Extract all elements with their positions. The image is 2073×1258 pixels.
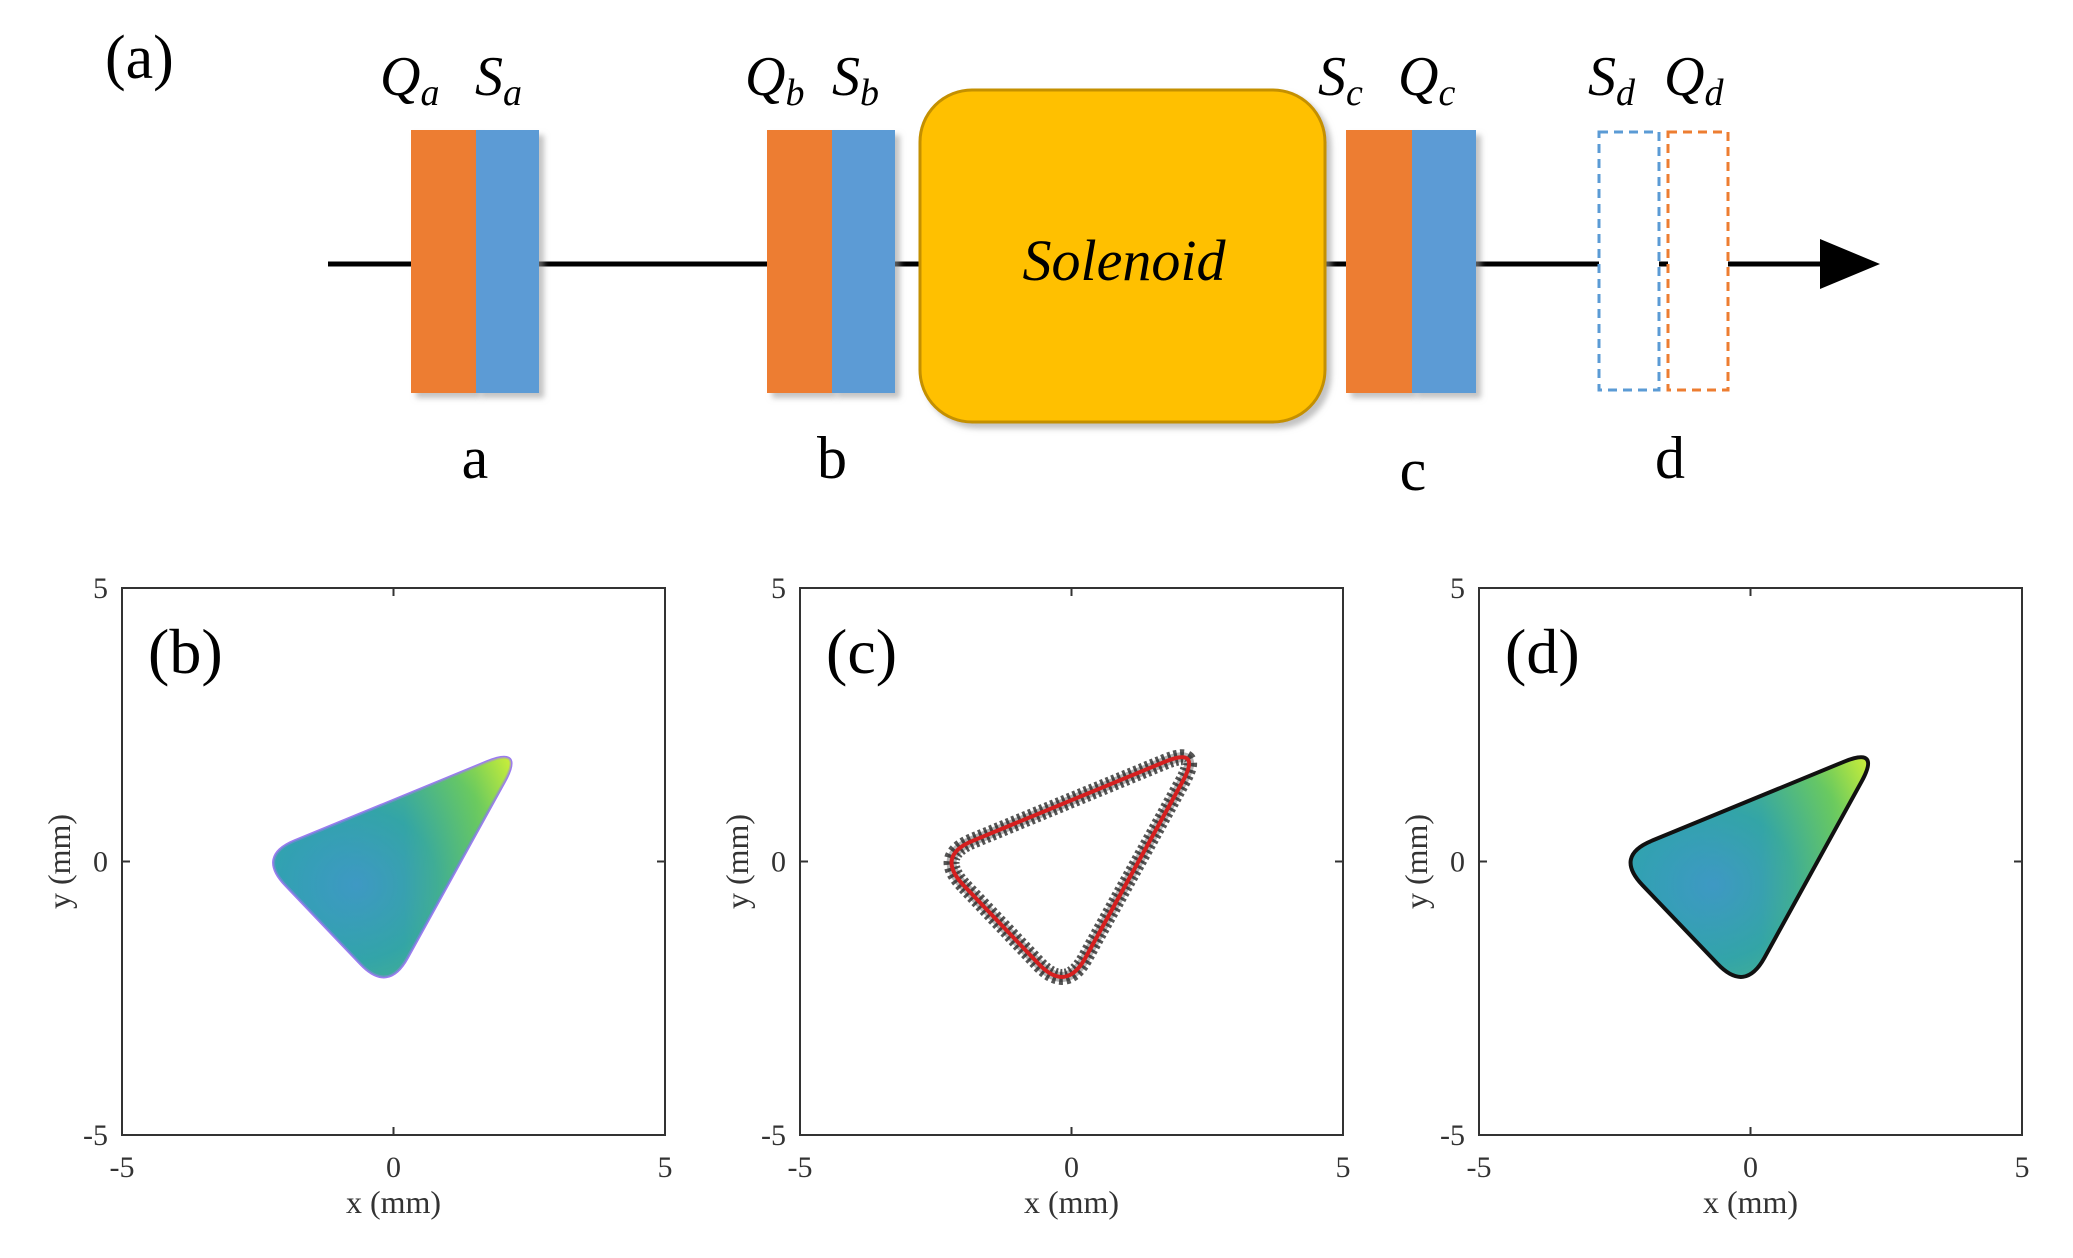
y-tick-label: -5 [1440, 1119, 1465, 1152]
sextupole-a [476, 130, 539, 393]
plot-b: -5 5 0 0 5 -5 x (mm) y (mm) (b) [41, 572, 673, 1220]
x-tick-label: -5 [110, 1151, 135, 1184]
sextupole-c-orange [1346, 130, 1412, 393]
y-tick-label: -5 [83, 1119, 108, 1152]
station-d: Sd Qd d [1588, 46, 1730, 491]
beam-profile-plots: -5 5 0 0 5 -5 x (mm) y (mm) (b) -5 5 0 0 5 -5 x (mm) y (… [41, 572, 2030, 1220]
station-letter-d: d [1655, 425, 1685, 491]
beam-density-overlay [273, 757, 512, 977]
sextupole-d-dashed [1597, 130, 1661, 392]
label-Qa: Qa [380, 46, 439, 114]
station-letter-a: a [462, 425, 489, 491]
plot-d: -5 5 0 0 5 -5 x (mm) y (mm) (d) [1398, 572, 2030, 1220]
beamline-diagram: (a) Qa Sa a Qb Sb b [105, 24, 1880, 503]
label-Sb: Sb [832, 46, 879, 114]
station-letter-b: b [817, 425, 847, 491]
panel-label-b: (b) [148, 616, 223, 687]
panel-label-c: (c) [826, 616, 897, 687]
quadrupole-b [767, 130, 832, 393]
y-axis-label: y (mm) [41, 814, 77, 909]
plot-frame [799, 587, 1344, 1136]
x-tick-label: 5 [2015, 1151, 2030, 1184]
fitted-boundary [949, 755, 1192, 979]
label-Qc: Qc [1398, 46, 1455, 114]
sextupole-b [832, 130, 895, 393]
label-Sa: Sa [475, 46, 522, 114]
y-tick-label: 0 [1450, 846, 1465, 879]
x-axis-label: x (mm) [1703, 1184, 1798, 1220]
x-tick-label: -5 [788, 1151, 813, 1184]
plot-c: -5 5 0 0 5 -5 x (mm) y (mm) (c) [719, 572, 1351, 1220]
x-tick-label: 5 [658, 1151, 673, 1184]
fitted-boundary [1628, 755, 1871, 979]
x-tick-label: 0 [1743, 1151, 1758, 1184]
x-tick-label: -5 [1467, 1151, 1492, 1184]
solenoid: Solenoid [918, 88, 1327, 424]
y-tick-label: 5 [93, 572, 108, 605]
quadrupole-c-blue [1412, 130, 1476, 393]
x-axis-label: x (mm) [1024, 1184, 1119, 1220]
quadrupole-d-dashed [1666, 130, 1730, 392]
y-tick-label: 0 [93, 846, 108, 879]
y-axis-label: y (mm) [719, 814, 755, 909]
x-axis-label: x (mm) [346, 1184, 441, 1220]
x-tick-label: 0 [386, 1151, 401, 1184]
beam-density-overlay [1630, 757, 1869, 977]
label-Sc: Sc [1318, 46, 1363, 114]
quadrupole-a [411, 130, 476, 393]
y-axis-label: y (mm) [1398, 814, 1434, 909]
y-tick-label: 0 [771, 846, 786, 879]
x-tick-label: 0 [1064, 1151, 1079, 1184]
solenoid-label: Solenoid [1023, 228, 1227, 293]
station-letter-c: c [1400, 437, 1427, 503]
label-Qd: Qd [1664, 46, 1724, 114]
y-tick-label: 5 [771, 572, 786, 605]
x-tick-label: 5 [1336, 1151, 1351, 1184]
panel-label-d: (d) [1505, 616, 1580, 687]
station-b: Qb Sb b [745, 46, 895, 491]
panel-label-a: (a) [105, 24, 174, 92]
y-tick-label: -5 [761, 1119, 786, 1152]
station-c: Sc Qc c [1318, 46, 1476, 503]
y-tick-label: 5 [1450, 572, 1465, 605]
label-Qb: Qb [745, 46, 804, 114]
solenoid-body [918, 88, 1327, 424]
station-a: Qa Sa a [380, 46, 539, 491]
label-Sd: Sd [1588, 46, 1636, 114]
